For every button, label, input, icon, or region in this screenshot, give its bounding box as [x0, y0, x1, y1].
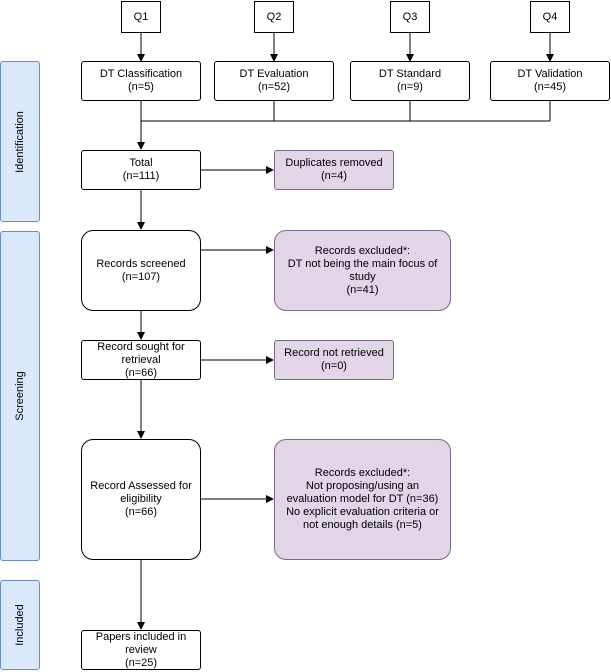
source-title: DT Standard [378, 68, 442, 80]
source-count: (n=45) [533, 81, 567, 93]
source-title: DT Validation [517, 68, 583, 80]
papers-included-text: Papers included in review (n=25) [95, 630, 187, 669]
question-q3: Q3 [390, 1, 430, 33]
question-q1: Q1 [121, 1, 161, 33]
papers-included-box: Papers included in review (n=25) [81, 630, 201, 670]
question-q2: Q2 [254, 1, 294, 33]
records-excluded-eligibility-text: Records excluded*: Not proposing/using a… [286, 467, 439, 531]
records-excluded-screening-text: Records excluded*: DT not being the main… [287, 244, 438, 296]
source-dt-validation-text: DT Validation(n=45) [517, 68, 582, 94]
source-title: DT Evaluation [239, 68, 309, 80]
duplicates-removed-text: Duplicates removed (n=4) [285, 157, 383, 182]
record-not-retrieved-text: Record not retrieved (n=0) [284, 347, 384, 372]
phase-screening: Screening [0, 231, 40, 561]
source-dt-evaluation: DT Evaluation(n=52) [214, 61, 334, 101]
phase-identification-label: Identification [14, 110, 27, 173]
source-count: (n=52) [257, 81, 291, 93]
phase-included-label: Included [14, 604, 26, 646]
total-text: Total (n=111) [122, 157, 160, 182]
question-q3-label: Q3 [402, 10, 418, 23]
source-dt-classification-text: DT Classification(n=5) [100, 68, 182, 94]
records-excluded-eligibility-box: Records excluded*: Not proposing/using a… [274, 439, 451, 560]
record-assessed-box: Record Assessed for eligibility (n=66) [81, 439, 201, 560]
records-screened-box: Records screened (n=107) [81, 230, 201, 311]
record-not-retrieved-box: Record not retrieved (n=0) [274, 340, 394, 380]
phase-included: Included [0, 580, 40, 670]
record-sought-box: Record sought for retrieval (n=66) [81, 340, 201, 380]
question-q2-label: Q2 [266, 10, 282, 23]
source-dt-validation: DT Validation(n=45) [490, 61, 610, 101]
source-dt-evaluation-text: DT Evaluation(n=52) [240, 68, 309, 94]
question-q4-label: Q4 [542, 10, 558, 23]
source-title: DT Classification [99, 68, 183, 80]
record-assessed-text: Record Assessed for eligibility (n=66) [90, 480, 192, 518]
total-box: Total (n=111) [81, 150, 201, 190]
source-dt-classification: DT Classification(n=5) [81, 61, 201, 101]
record-sought-text: Record sought for retrieval (n=66) [97, 340, 185, 379]
source-dt-standard: DT Standard(n=9) [350, 61, 470, 101]
source-count: (n=5) [127, 81, 154, 93]
question-q4: Q4 [530, 1, 570, 33]
phase-identification: Identification [0, 61, 40, 222]
source-count: (n=9) [396, 81, 423, 93]
question-q1-label: Q1 [133, 10, 149, 23]
records-excluded-screening-box: Records excluded*: DT not being the main… [274, 230, 451, 311]
records-screened-text: Records screened (n=107) [96, 257, 186, 283]
source-dt-standard-text: DT Standard(n=9) [379, 68, 441, 94]
duplicates-removed-box: Duplicates removed (n=4) [274, 150, 394, 190]
phase-screening-label: Screening [14, 371, 27, 421]
